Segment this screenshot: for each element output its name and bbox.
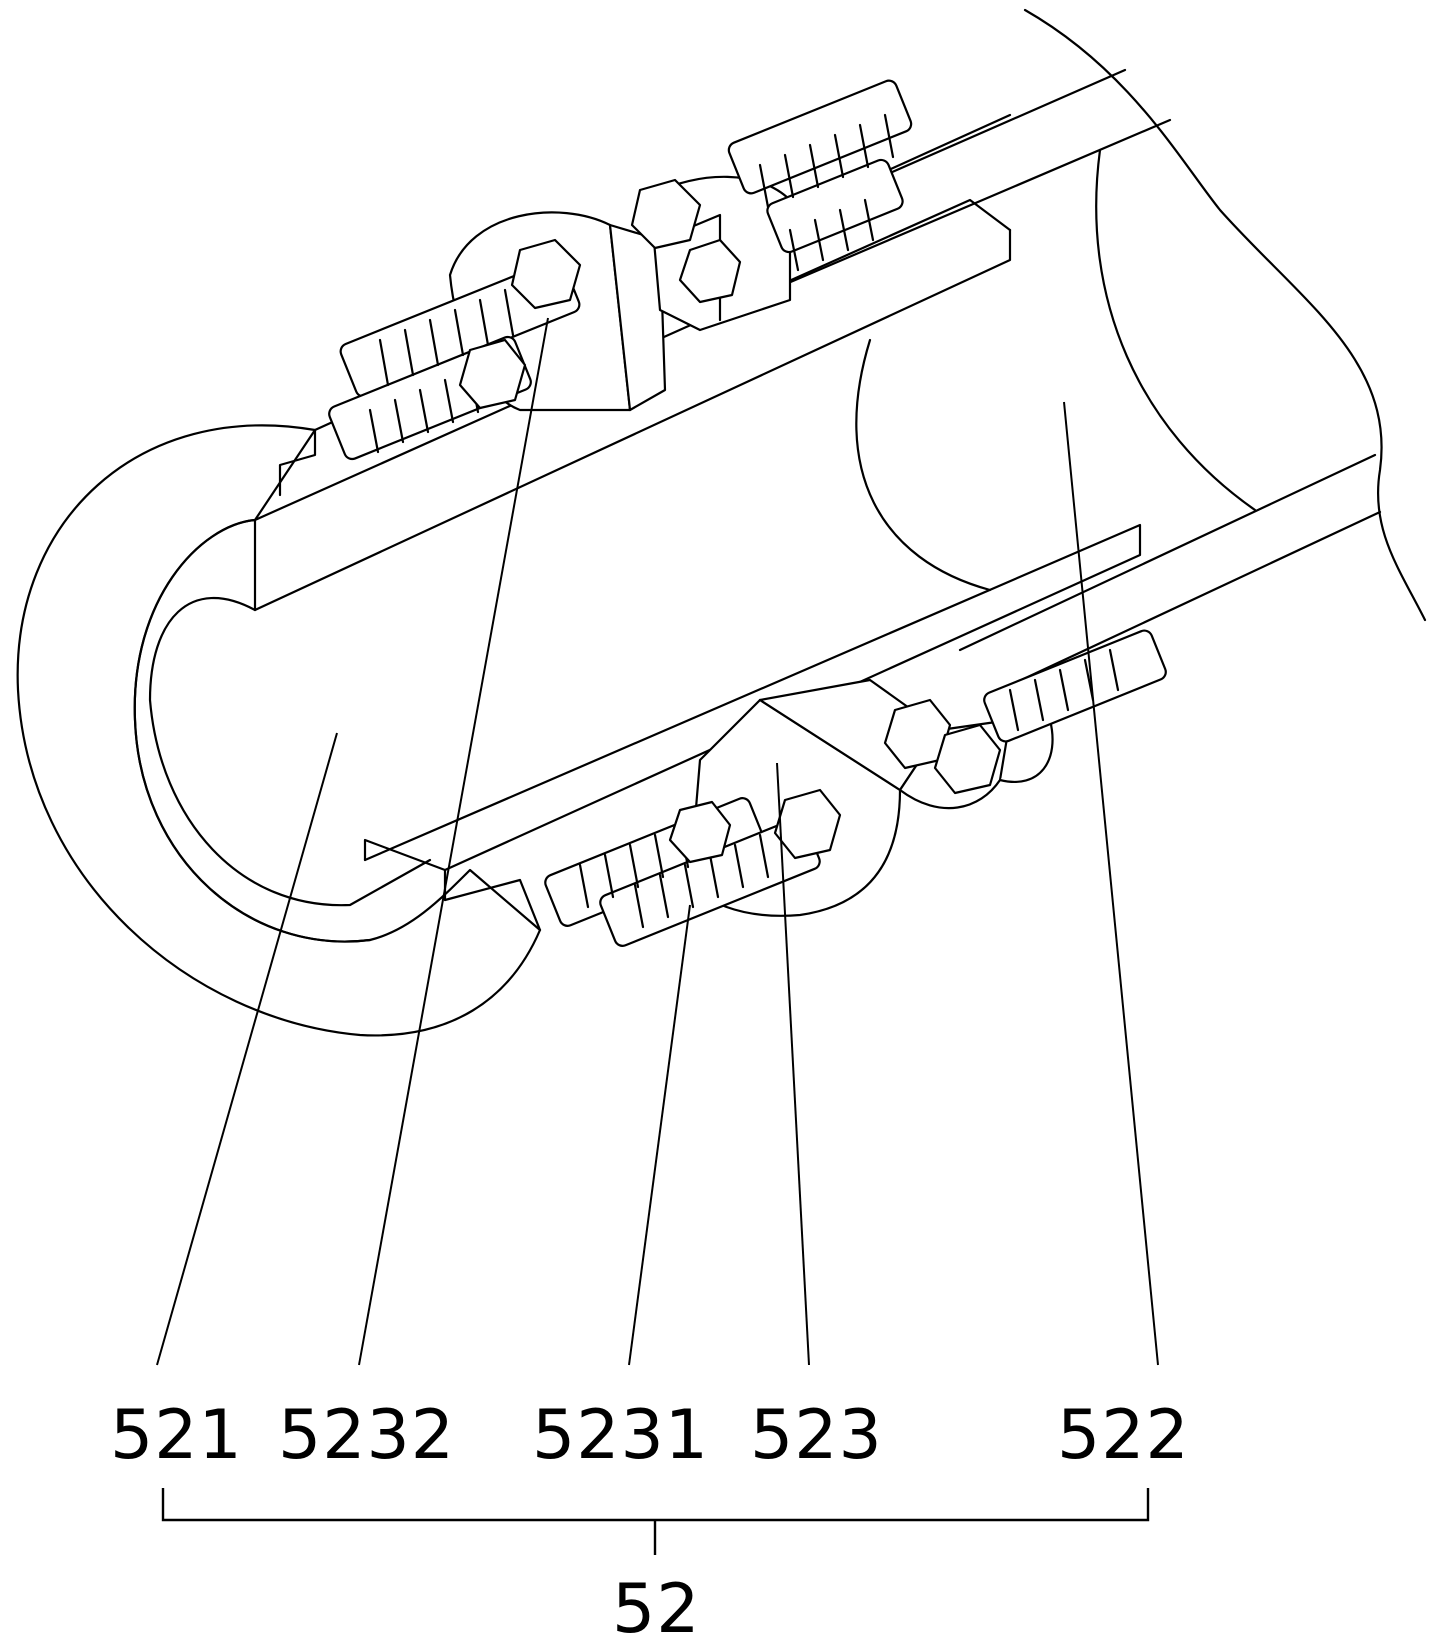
label-5232: 5232 (278, 1396, 455, 1475)
label-522: 522 (1057, 1396, 1190, 1475)
label-5231: 5231 (532, 1396, 709, 1475)
lower-bolts-5231 (544, 629, 1167, 947)
label-521: 521 (110, 1396, 243, 1475)
leader-lines (156, 317, 1159, 1366)
upper-bolts-5232 (328, 79, 913, 461)
background-pipe (678, 8, 1427, 692)
leader-5231 (628, 904, 691, 1366)
leader-5232 (358, 317, 549, 1366)
label-52: 52 (612, 1570, 701, 1646)
leader-522 (1063, 401, 1159, 1366)
leader-521 (156, 732, 338, 1366)
leader-523 (776, 762, 810, 1366)
reference-labels: 521 5232 5231 523 522 52 (110, 1396, 1190, 1646)
label-523: 523 (750, 1396, 883, 1475)
assembly-bracket (161, 1488, 1150, 1555)
